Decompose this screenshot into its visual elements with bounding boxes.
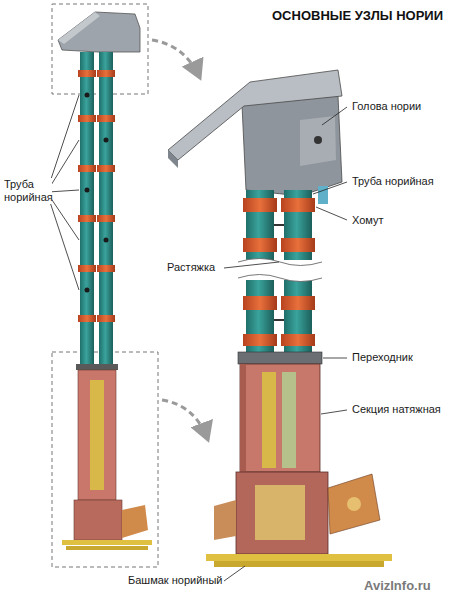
diagram-title: ОСНОВНЫЕ УЗЛЫ НОРИИ [270, 8, 445, 24]
part-label: Труба норийная [2, 178, 52, 204]
part-label: Труба норийная [350, 175, 436, 188]
part-label: Башмак норийный [126, 574, 224, 587]
zoom-arrows [152, 40, 208, 440]
watermark: AvizInfo.ru [362, 578, 433, 594]
big-elevator [168, 70, 392, 567]
small-elevator [58, 12, 152, 550]
leader-lines [48, 95, 347, 581]
part-label: Секция натяжная [350, 403, 443, 416]
part-label: Голова нории [350, 100, 423, 113]
part-label: Переходник [350, 351, 415, 364]
part-label: Растяжка [165, 261, 217, 274]
part-label: Хомут [350, 214, 386, 227]
zoom-frames [52, 4, 158, 567]
